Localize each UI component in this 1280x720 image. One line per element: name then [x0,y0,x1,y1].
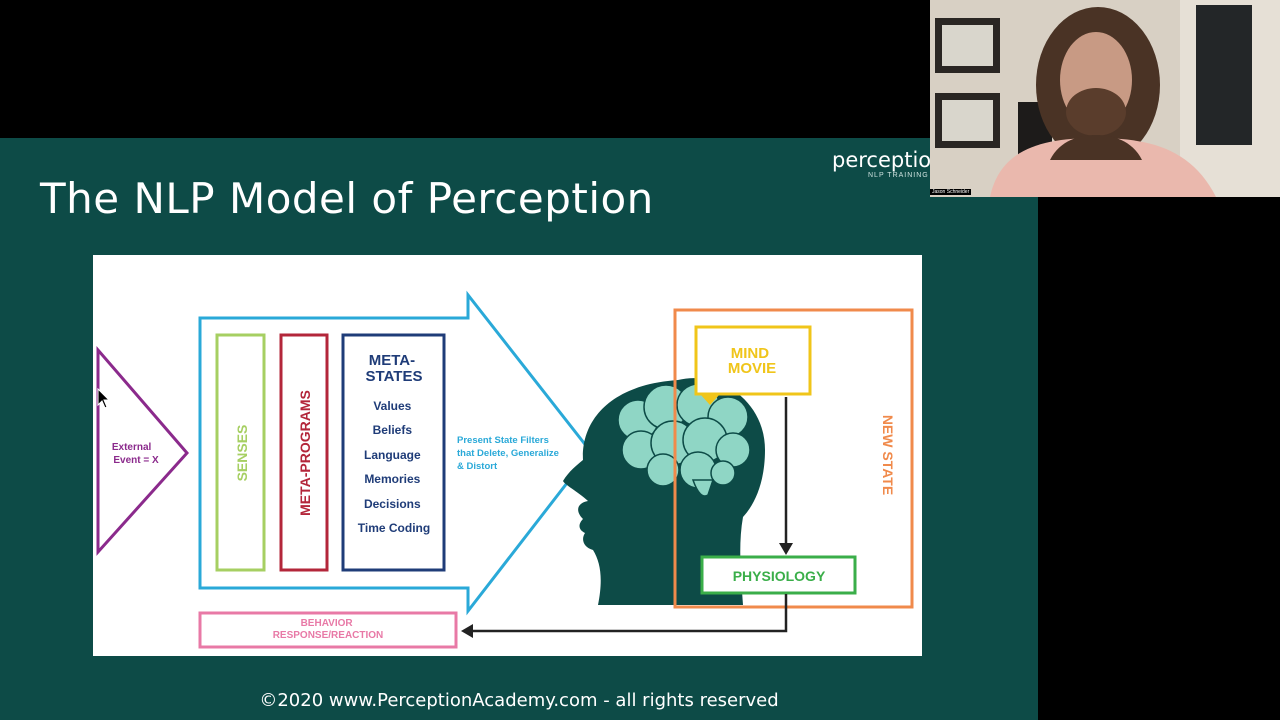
physiology-label: PHYSIOLOGY [733,568,826,584]
perception-logo-tagline: NLP TRAINING - [868,172,936,179]
brain-icon [617,383,751,497]
diagram-panel: External Event = X SENSES META-PROGRAMS … [93,255,922,656]
physiology-to-behavior-arrow [471,594,788,633]
senses-box [215,333,266,572]
senses-label: SENSES [234,425,250,482]
external-event-label: External Event = X [112,442,159,466]
meta-programs-box [279,333,329,572]
slide-footer: ©2020 www.PerceptionAcademy.com - all ri… [259,690,779,711]
meta-states-items: Values Beliefs Language Memories Decisio… [358,399,430,535]
mind-movie-box [694,325,812,396]
slide-title: The NLP Model of Perception [40,174,654,223]
participant-name-tag: Jason Schneider [930,189,972,195]
perception-logo: perception [832,148,945,172]
mouse-cursor-icon [97,388,111,409]
new-state-label: NEW STATE [880,415,896,495]
mind-to-physiology-arrowhead [779,543,793,555]
filter-arrow-shape [198,290,593,616]
behavior-label: BEHAVIOR RESPONSE/REACTION [273,618,384,641]
external-event-triangle [96,345,189,556]
mind-movie-label: MIND MOVIE [728,345,776,377]
meta-programs-label: META-PROGRAMS [297,390,313,516]
mind-movie-pointer [700,394,720,405]
behavior-box [198,611,458,649]
webcam-scene [930,0,1280,197]
new-state-box [673,308,914,609]
nlp-model-diagram: External Event = X SENSES META-PROGRAMS … [96,290,914,649]
physiology-to-behavior-arrowhead [461,624,473,638]
presentation-slide: The NLP Model of Perception perception N… [0,138,1038,720]
filters-caption: Present State Filters that Delete, Gener… [457,435,562,472]
meta-states-title: META- STATES [366,352,423,385]
physiology-box [700,555,857,595]
meta-states-box [341,333,446,572]
webcam-video[interactable]: Jason Schneider [930,0,1280,197]
